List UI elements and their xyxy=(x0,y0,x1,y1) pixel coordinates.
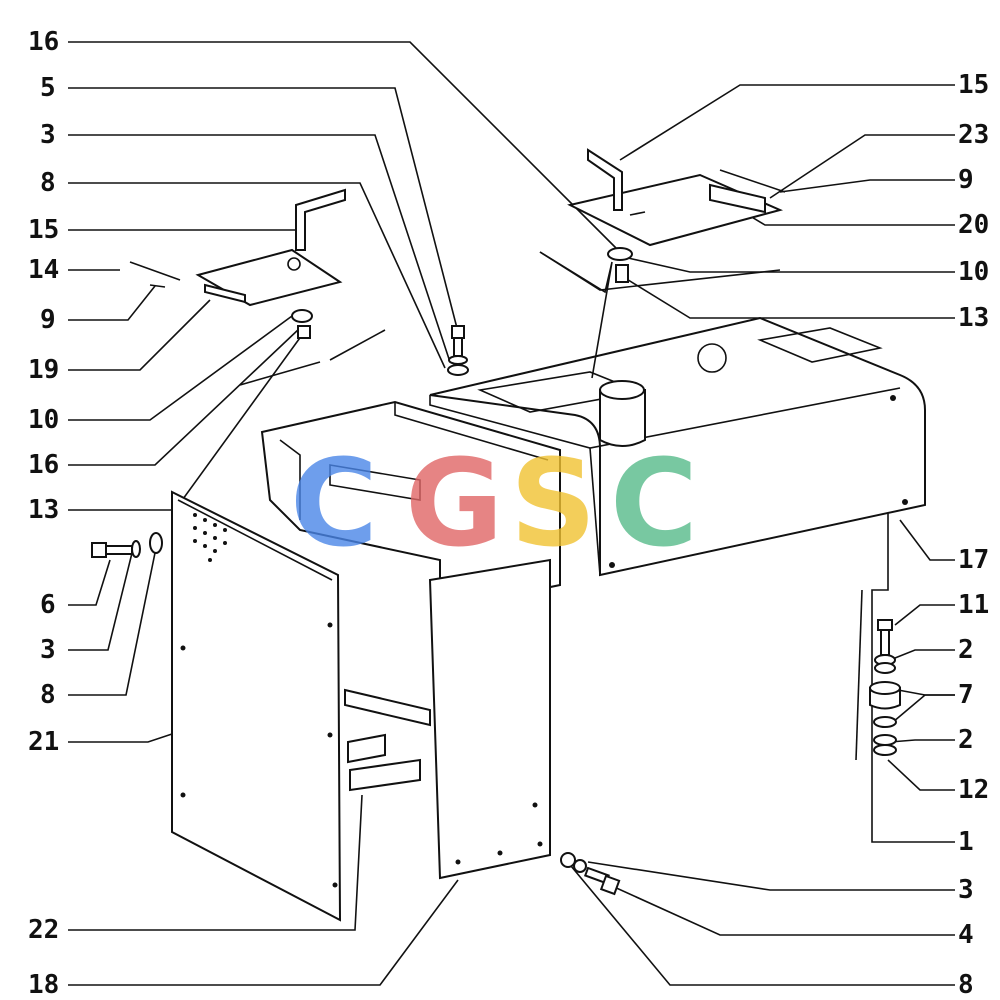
vent-grille xyxy=(193,513,227,562)
callout-left-1: 16 xyxy=(28,27,59,57)
callout-left-9: 10 xyxy=(28,405,59,435)
callout-right-12: 12 xyxy=(958,775,989,805)
access-cover-right xyxy=(567,148,786,247)
callout-left-17: 18 xyxy=(28,970,59,1000)
callout-left-8: 19 xyxy=(28,355,59,385)
callout-right-4: 20 xyxy=(958,210,989,240)
callout-left-4: 8 xyxy=(40,168,56,198)
callout-left-6: 14 xyxy=(28,255,59,285)
callout-left-15: 21 xyxy=(28,727,59,757)
watermark-letter-2: G xyxy=(405,435,504,574)
callout-right-2: 23 xyxy=(958,120,989,150)
access-cover-left xyxy=(129,188,346,307)
watermark: C G S C xyxy=(290,435,698,574)
latch-parts-right xyxy=(607,247,633,283)
callout-right-9: 2 xyxy=(958,635,974,665)
callout-right-13: 1 xyxy=(958,827,974,857)
watermark-letter-3: S xyxy=(510,435,596,574)
callout-right-8: 11 xyxy=(958,590,989,620)
latch-parts-left xyxy=(291,309,313,339)
callout-right-11: 2 xyxy=(958,725,974,755)
callout-right-5: 10 xyxy=(958,257,989,287)
callout-left-16: 22 xyxy=(28,915,59,945)
support-bracket xyxy=(344,688,431,792)
leader-lines-left xyxy=(68,41,621,986)
callout-left-10: 16 xyxy=(28,450,59,480)
callouts-left: 16 5 3 8 15 14 9 19 10 16 13 6 3 8 21 22… xyxy=(28,27,59,1000)
mount-stack xyxy=(869,619,901,756)
bolt-left xyxy=(91,532,163,558)
side-panel xyxy=(428,558,551,880)
callouts-right: 15 23 9 20 10 13 17 11 2 7 2 12 1 3 4 8 xyxy=(958,70,989,1000)
callout-left-2: 5 xyxy=(40,73,56,103)
callout-right-3: 9 xyxy=(958,165,974,195)
callout-right-10: 7 xyxy=(958,680,974,710)
callout-right-14: 3 xyxy=(958,875,974,905)
leader-lines-right xyxy=(565,84,955,986)
callout-left-14: 8 xyxy=(40,680,56,710)
callout-right-16: 8 xyxy=(958,970,974,1000)
callout-right-7: 17 xyxy=(958,545,989,575)
callout-left-5: 15 xyxy=(28,215,59,245)
callout-left-3: 3 xyxy=(40,120,56,150)
callout-left-7: 9 xyxy=(40,305,56,335)
bolt-bottom xyxy=(560,852,621,896)
callout-left-11: 13 xyxy=(28,495,59,525)
callout-right-6: 13 xyxy=(958,303,989,333)
callout-right-1: 15 xyxy=(958,70,989,100)
bolt-top xyxy=(447,325,469,376)
door-panel xyxy=(171,490,342,922)
callout-right-15: 4 xyxy=(958,920,974,950)
callout-left-12: 6 xyxy=(40,590,56,620)
tank-body xyxy=(429,316,926,577)
stray-marks xyxy=(239,251,863,761)
callout-left-13: 3 xyxy=(40,635,56,665)
watermark-letter-4: C xyxy=(610,435,698,574)
watermark-letter-1: C xyxy=(290,435,378,574)
